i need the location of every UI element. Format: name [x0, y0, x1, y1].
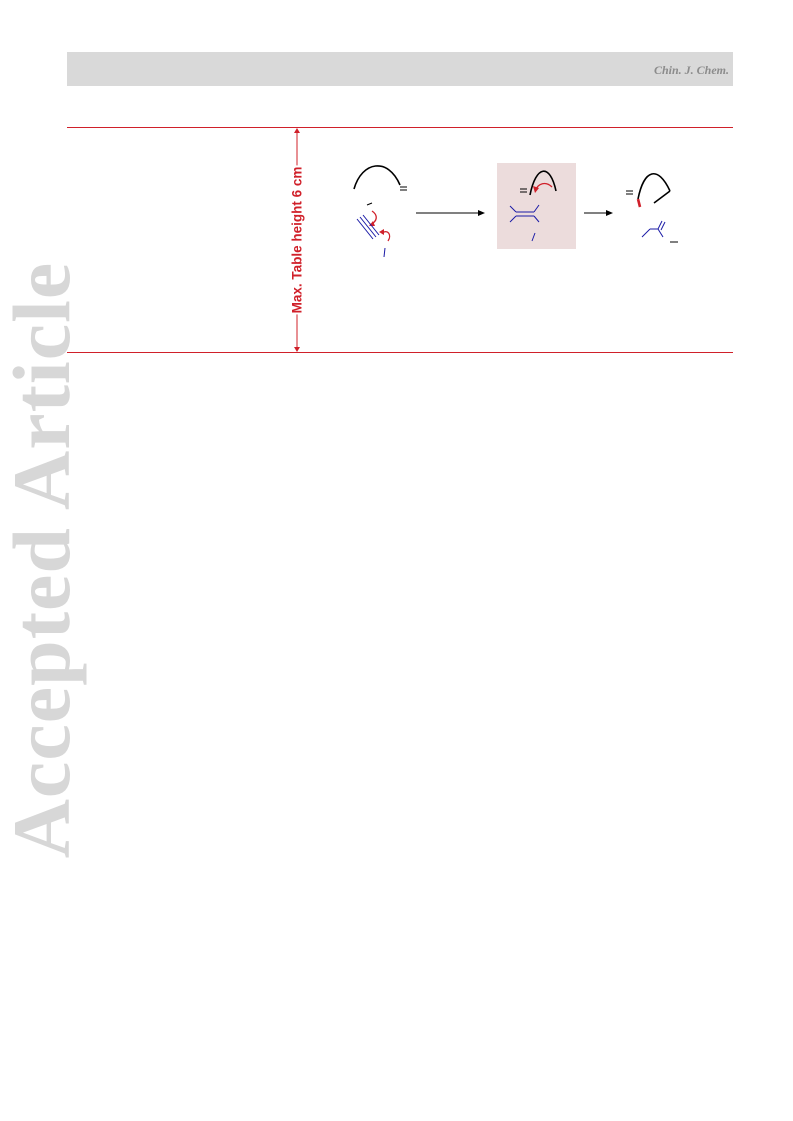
starting-material: [353, 165, 407, 258]
intermediate: [497, 163, 576, 249]
reaction-arrow-1: [416, 210, 485, 216]
reaction-scheme: [353, 163, 678, 258]
reaction-arrow-2: [584, 210, 613, 216]
header-band: Chin. J. Chem.: [67, 52, 733, 86]
table-bottom-rule: [67, 352, 733, 353]
journal-name: Chin. J. Chem.: [653, 63, 729, 77]
table-height-label: Max. Table height 6 cm: [289, 165, 305, 315]
table-top-rule: [67, 127, 733, 128]
accepted-article-watermark: Accepted Article: [0, 261, 87, 859]
product: [626, 172, 678, 243]
